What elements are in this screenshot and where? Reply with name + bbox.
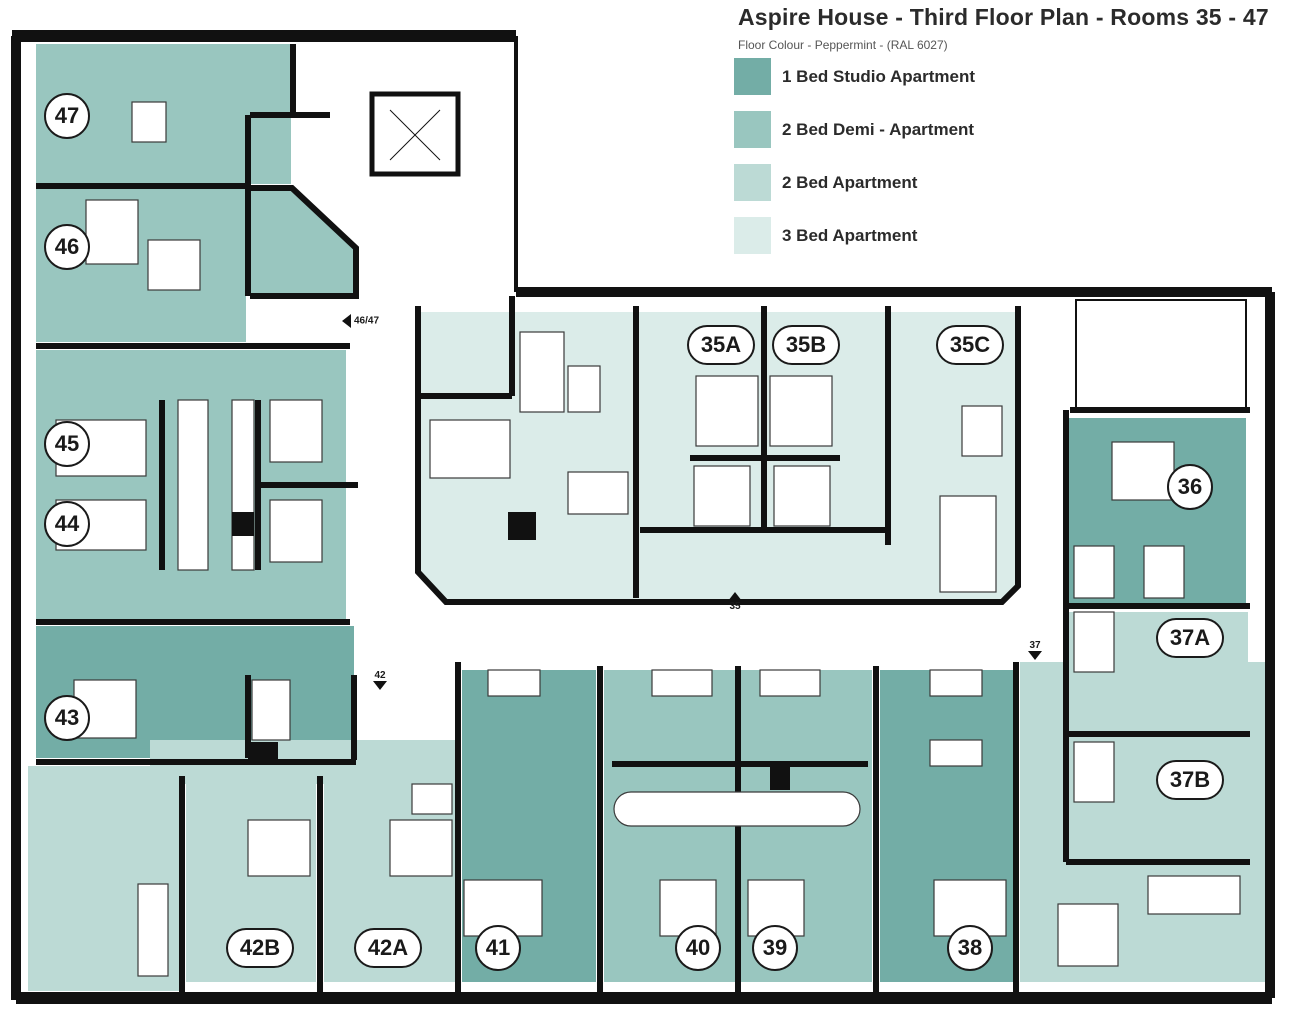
room-46-kitchen-fill (250, 188, 356, 295)
room-label-37b[interactable]: 37B (1156, 760, 1224, 800)
entry-marker-42: 42 (373, 670, 387, 690)
entry-marker-46-47: 46/47 (342, 314, 379, 328)
room-label-44[interactable]: 44 (44, 501, 90, 547)
entry-marker-label: 42 (374, 670, 386, 681)
room-label-35b[interactable]: 35B (772, 325, 840, 365)
room-label-35c[interactable]: 35C (936, 325, 1004, 365)
room-label-42b[interactable]: 42B (226, 928, 294, 968)
room-label-36[interactable]: 36 (1167, 464, 1213, 510)
entry-marker-label: 37 (1029, 640, 1041, 651)
legend-swatch-2bed (734, 164, 771, 201)
plan-subtitle: Floor Colour - Peppermint - (RAL 6027) (738, 38, 948, 52)
room-label-46[interactable]: 46 (44, 224, 90, 270)
room-label-35a[interactable]: 35A (687, 325, 755, 365)
legend-label-studio: 1 Bed Studio Apartment (782, 67, 975, 86)
room-label-37a[interactable]: 37A (1156, 618, 1224, 658)
room-label-40[interactable]: 40 (675, 925, 721, 971)
room-label-41[interactable]: 41 (475, 925, 521, 971)
room-label-39[interactable]: 39 (752, 925, 798, 971)
plan-title: Aspire House - Third Floor Plan - Rooms … (738, 4, 1269, 30)
legend-label-2bed: 2 Bed Apartment (782, 173, 918, 192)
lift-core (369, 91, 461, 177)
entry-marker-35: 35 (728, 592, 742, 612)
legend-label-demi: 2 Bed Demi - Apartment (782, 120, 975, 139)
legend-swatch-studio (734, 58, 771, 95)
arrow-up-icon (728, 592, 742, 601)
stair-right (1075, 299, 1247, 411)
legend-swatch-demi (734, 111, 771, 148)
room-label-38[interactable]: 38 (947, 925, 993, 971)
arrow-down-icon (373, 681, 387, 690)
legend-label-3bed: 3 Bed Apartment (782, 226, 918, 245)
entry-marker-label: 35 (729, 601, 741, 612)
legend-swatch-3bed (734, 217, 771, 254)
entry-marker-37: 37 (1028, 640, 1042, 660)
room-label-45[interactable]: 45 (44, 421, 90, 467)
room-label-47[interactable]: 47 (44, 93, 90, 139)
room-label-42a[interactable]: 42A (354, 928, 422, 968)
room-label-43[interactable]: 43 (44, 695, 90, 741)
entry-marker-label: 46/47 (354, 315, 380, 327)
arrow-left-icon (342, 314, 351, 328)
arrow-down-icon (1028, 651, 1042, 660)
